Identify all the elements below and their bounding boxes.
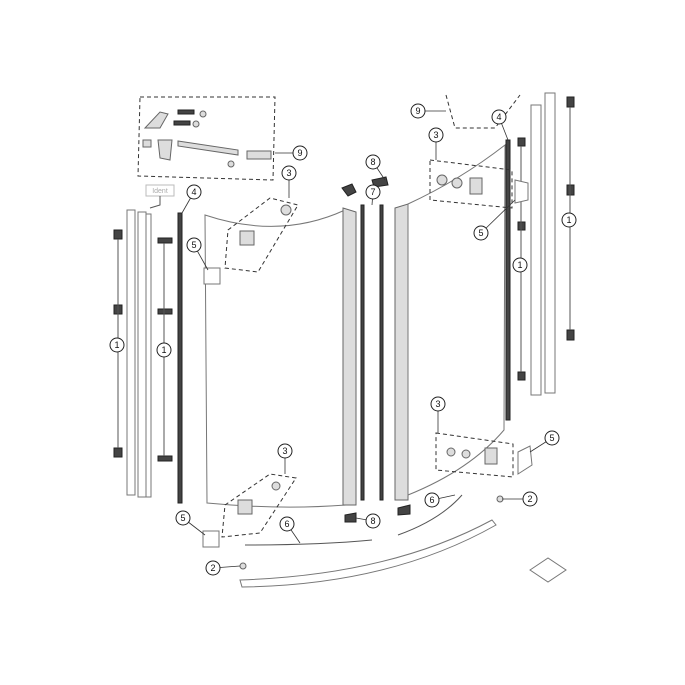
- left-curved-panel: [204, 207, 357, 508]
- hinge-group-top-right: [429, 159, 513, 209]
- callout-6: 6: [279, 516, 301, 544]
- callout-number: 5: [180, 513, 185, 523]
- left-wall-profiles: [113, 209, 183, 504]
- callout-3: 3: [430, 396, 446, 433]
- callout-7: 7: [365, 184, 381, 206]
- hinge-group-bottom-left: [221, 473, 297, 538]
- callout-number: 5: [549, 433, 554, 443]
- callout-8: 8: [355, 513, 381, 529]
- callout-number: 1: [517, 260, 522, 270]
- callout-1: 1: [109, 337, 125, 353]
- bracket-5: [514, 179, 529, 204]
- callout-number: 8: [370, 516, 375, 526]
- callout-number: 1: [566, 215, 571, 225]
- callout-1: 1: [561, 212, 577, 228]
- callout-number: 3: [286, 168, 291, 178]
- bracket-5: [517, 445, 533, 475]
- callout-2: 2: [502, 491, 538, 507]
- callout-1: 1: [156, 342, 172, 358]
- ident-label: Ident: [152, 188, 168, 195]
- callout-number: 4: [496, 112, 501, 122]
- callout-number: 5: [191, 240, 196, 250]
- callout-5: 5: [473, 199, 516, 241]
- callout-number: 8: [370, 157, 375, 167]
- callout-number: 7: [370, 187, 375, 197]
- callout-number: 6: [429, 495, 434, 505]
- callout-number: 3: [433, 130, 438, 140]
- callout-6: 6: [424, 492, 456, 508]
- callout-number: 2: [210, 563, 215, 573]
- callout-9: 9: [410, 103, 446, 119]
- callout-number: 9: [415, 106, 420, 116]
- callout-number: 1: [114, 340, 119, 350]
- callout-number: 4: [191, 187, 196, 197]
- callout-number: 3: [435, 399, 440, 409]
- hinge-group-top-left: [224, 197, 299, 273]
- right-wall-profiles: [505, 92, 575, 421]
- callout-5: 5: [186, 237, 209, 271]
- hinge-group-bottom-right: [435, 432, 514, 478]
- threshold-profile: [239, 519, 497, 588]
- callout-5: 5: [529, 430, 560, 453]
- seal-strip: [379, 204, 384, 501]
- bracket-5: [202, 530, 220, 548]
- kit-box-9: [137, 96, 276, 181]
- right-curved-panel: [394, 143, 506, 501]
- callout-3: 3: [277, 443, 293, 474]
- instruction-sheet: [529, 557, 567, 583]
- callout-number: 6: [284, 519, 289, 529]
- kit-box-9-right: [445, 94, 521, 129]
- callout-8: 8: [365, 154, 386, 181]
- callout-2: 2: [205, 560, 241, 576]
- callout-number: 9: [297, 148, 302, 158]
- callout-3: 3: [428, 127, 444, 160]
- callout-4: 4: [491, 109, 509, 141]
- callout-number: 1: [161, 345, 166, 355]
- callout-1: 1: [512, 257, 528, 273]
- callout-3: 3: [281, 165, 297, 198]
- callout-5: 5: [175, 510, 206, 536]
- bracket-5: [203, 267, 221, 285]
- callout-number: 5: [478, 228, 483, 238]
- callout-number: 3: [282, 446, 287, 456]
- callout-number: 2: [527, 494, 532, 504]
- callout-9: 9: [275, 145, 308, 161]
- seal-strip: [360, 204, 365, 501]
- callout-4: 4: [181, 184, 202, 214]
